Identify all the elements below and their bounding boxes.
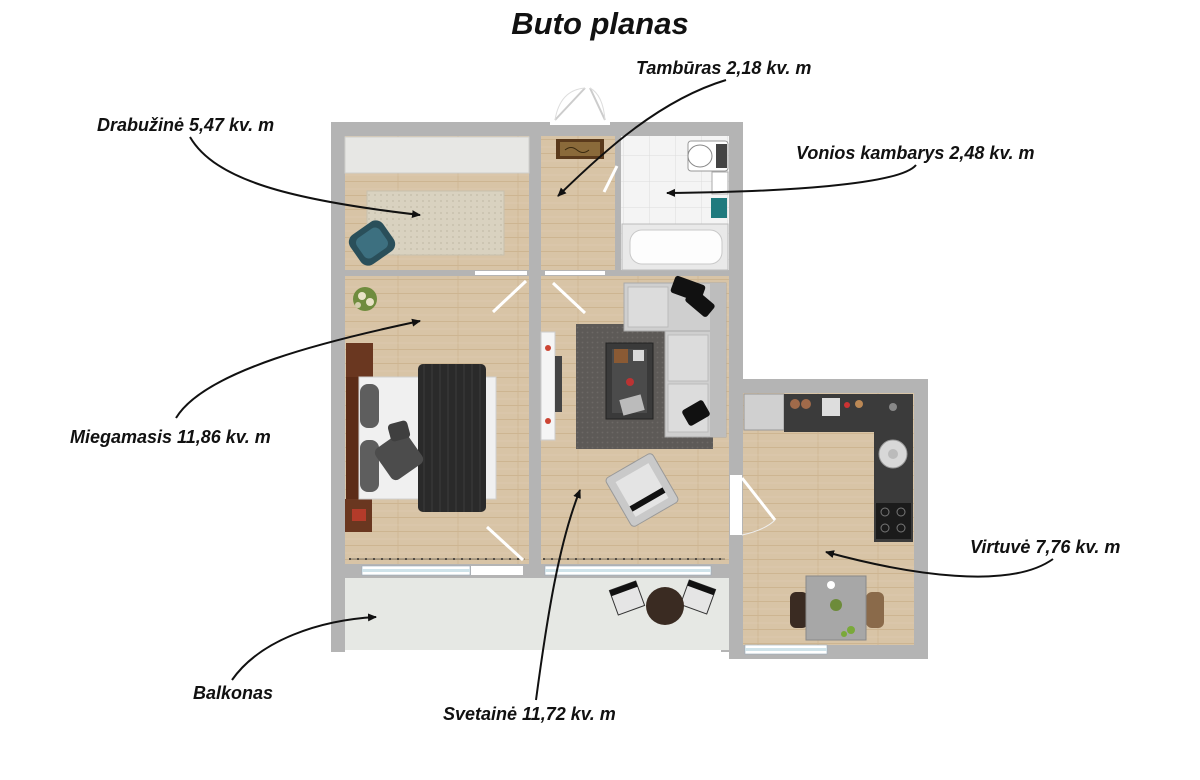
label-tamburas: Tambūras 2,18 kv. m (636, 58, 812, 78)
label-virtuve: Virtuvė 7,76 kv. m (970, 537, 1121, 557)
svetaine-furniture (540, 275, 727, 527)
miegamasis-furniture (345, 287, 497, 532)
drabuzine-furniture (344, 136, 530, 266)
page-title: Buto planas (511, 6, 689, 41)
windows (345, 558, 828, 655)
tamburas-furniture (556, 139, 604, 159)
label-drabuzine: Drabužinė 5,47 kv. m (97, 115, 275, 135)
callout-arrows (175, 79, 1054, 701)
balkonas-furniture (608, 579, 717, 625)
label-vonios-kambarys: Vonios kambarys 2,48 kv. m (796, 143, 1035, 163)
label-miegamasis: Miegamasis 11,86 kv. m (70, 427, 271, 447)
virtuve-furniture (743, 393, 913, 641)
label-svetaine: Svetainė 11,72 kv. m (443, 704, 616, 724)
arrow-drabuzine (189, 136, 421, 219)
arrow-svetaine (535, 489, 581, 701)
label-balkonas: Balkonas (193, 683, 274, 703)
doors (475, 87, 777, 562)
arrow-tamburas (557, 79, 727, 197)
arrow-miegamasis (175, 318, 421, 419)
arrow-balkonas (231, 613, 377, 681)
vonios-furniture (621, 140, 729, 271)
arrow-virtuve (825, 550, 1054, 578)
arrow-vonios (666, 164, 917, 197)
